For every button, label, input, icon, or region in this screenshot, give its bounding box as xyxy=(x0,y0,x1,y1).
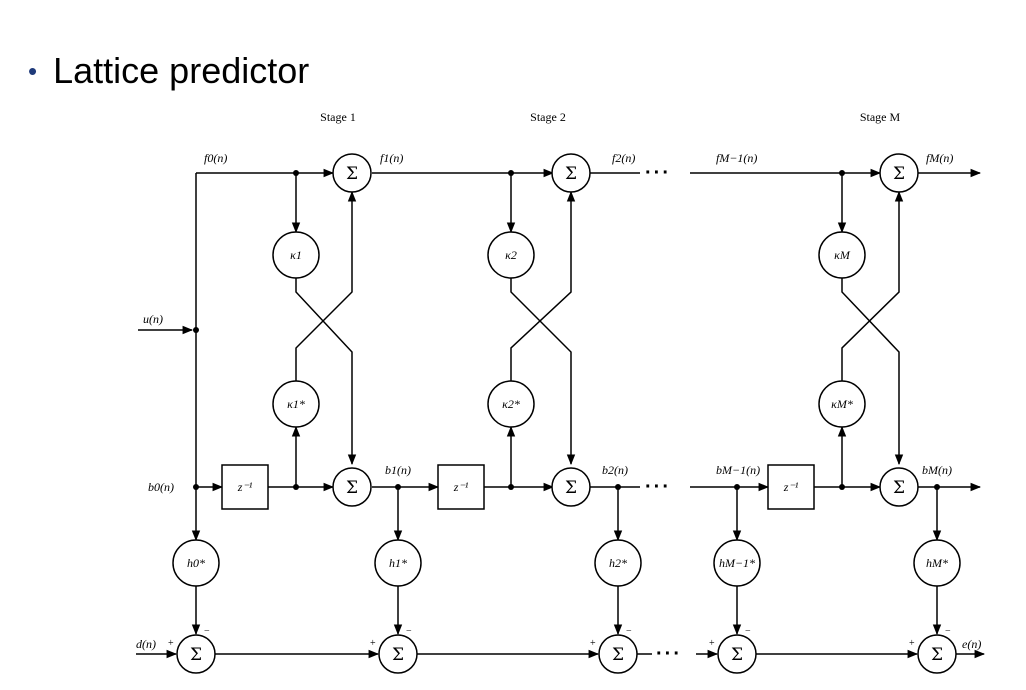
s2-kappa-conj-label: κ2* xyxy=(502,397,520,411)
s2-forward-sum xyxy=(551,153,591,193)
hm-label: hM* xyxy=(926,556,948,570)
summ-symbol: Σ xyxy=(931,645,943,665)
sm-backward-sum-symbol: Σ xyxy=(893,478,905,498)
s2-cross-up xyxy=(510,190,576,381)
bullet-icon: • xyxy=(28,55,38,86)
f0-label: f0(n) xyxy=(204,151,227,165)
summ1-plus: + xyxy=(709,638,715,649)
b2-label: b2(n) xyxy=(602,463,628,477)
b1-label: b1(n) xyxy=(385,463,411,477)
bm-label: bM(n) xyxy=(922,463,952,477)
sm-kappa-conj-label: κM* xyxy=(831,397,853,411)
b0-label: b0(n) xyxy=(148,480,174,494)
stage-label-1: Stage 1 xyxy=(320,110,356,124)
s1-backward-sum-symbol: Σ xyxy=(346,478,358,498)
backward-ellipsis: ··· xyxy=(645,476,671,498)
s1-cross-down xyxy=(295,278,357,466)
bm1-label: bM−1(n) xyxy=(716,463,760,477)
delay-1-label: z⁻¹ xyxy=(237,480,253,494)
input-u-label: u(n) xyxy=(143,312,163,326)
s2-kappa-label: κ2 xyxy=(505,248,517,262)
summ-minus: − xyxy=(945,626,951,637)
sum2-minus: − xyxy=(626,626,632,637)
slide-title: • Lattice predictor xyxy=(28,50,309,92)
s2-backward-sum-symbol: Σ xyxy=(565,478,577,498)
sm-kappa-label: κM xyxy=(834,248,851,262)
s1-forward-sum xyxy=(332,153,372,193)
forward-ellipsis: ··· xyxy=(645,162,671,184)
summ1-symbol: Σ xyxy=(731,645,743,665)
s1-cross-up xyxy=(295,190,357,381)
summ1-minus: − xyxy=(745,626,751,637)
sum0-plus: + xyxy=(168,638,174,649)
title-text: Lattice predictor xyxy=(53,50,310,91)
sum2-plus: + xyxy=(590,638,596,649)
h1-label: h1* xyxy=(389,556,407,570)
s1-kappa-conj-label: κ1* xyxy=(287,397,305,411)
s2-backward-sum xyxy=(551,467,591,507)
fm1-label: fM−1(n) xyxy=(716,151,757,165)
f2-label: f2(n) xyxy=(612,151,635,165)
sm-forward-sum-symbol: Σ xyxy=(893,164,905,184)
sm-cross-down xyxy=(841,278,904,466)
delay-m-label: z⁻¹ xyxy=(783,480,799,494)
h2-label: h2* xyxy=(609,556,627,570)
sum1-plus: + xyxy=(370,638,376,649)
input-d-label: d(n) xyxy=(136,637,156,651)
sum1-symbol: Σ xyxy=(392,645,404,665)
sm-forward-sum xyxy=(879,153,919,193)
summ-plus: + xyxy=(909,638,915,649)
delay-m-box xyxy=(767,464,815,510)
stage-label-m: Stage M xyxy=(860,110,901,124)
sm-backward-sum xyxy=(879,467,919,507)
s2-forward-sum-symbol: Σ xyxy=(565,164,577,184)
sm-cross-up xyxy=(841,190,904,381)
f1-label: f1(n) xyxy=(380,151,403,165)
delay-2-label: z⁻¹ xyxy=(453,480,469,494)
error-ellipsis: ··· xyxy=(656,643,682,665)
output-e-label: e(n) xyxy=(962,637,981,651)
stage-label-2: Stage 2 xyxy=(530,110,566,124)
s1-kappa-label: κ1 xyxy=(290,248,302,262)
sum2-symbol: Σ xyxy=(612,645,624,665)
sum0-minus: − xyxy=(204,626,210,637)
sum0-symbol: Σ xyxy=(190,645,202,665)
s1-forward-sum-symbol: Σ xyxy=(346,164,358,184)
s2-cross-down xyxy=(510,278,576,466)
s1-backward-sum xyxy=(332,467,372,507)
input-junction xyxy=(193,327,199,333)
fm-label: fM(n) xyxy=(926,151,953,165)
h0-label: h0* xyxy=(187,556,205,570)
delay-2-box xyxy=(437,464,485,510)
sum1-minus: − xyxy=(406,626,412,637)
hm1-label: hM−1* xyxy=(719,556,755,570)
